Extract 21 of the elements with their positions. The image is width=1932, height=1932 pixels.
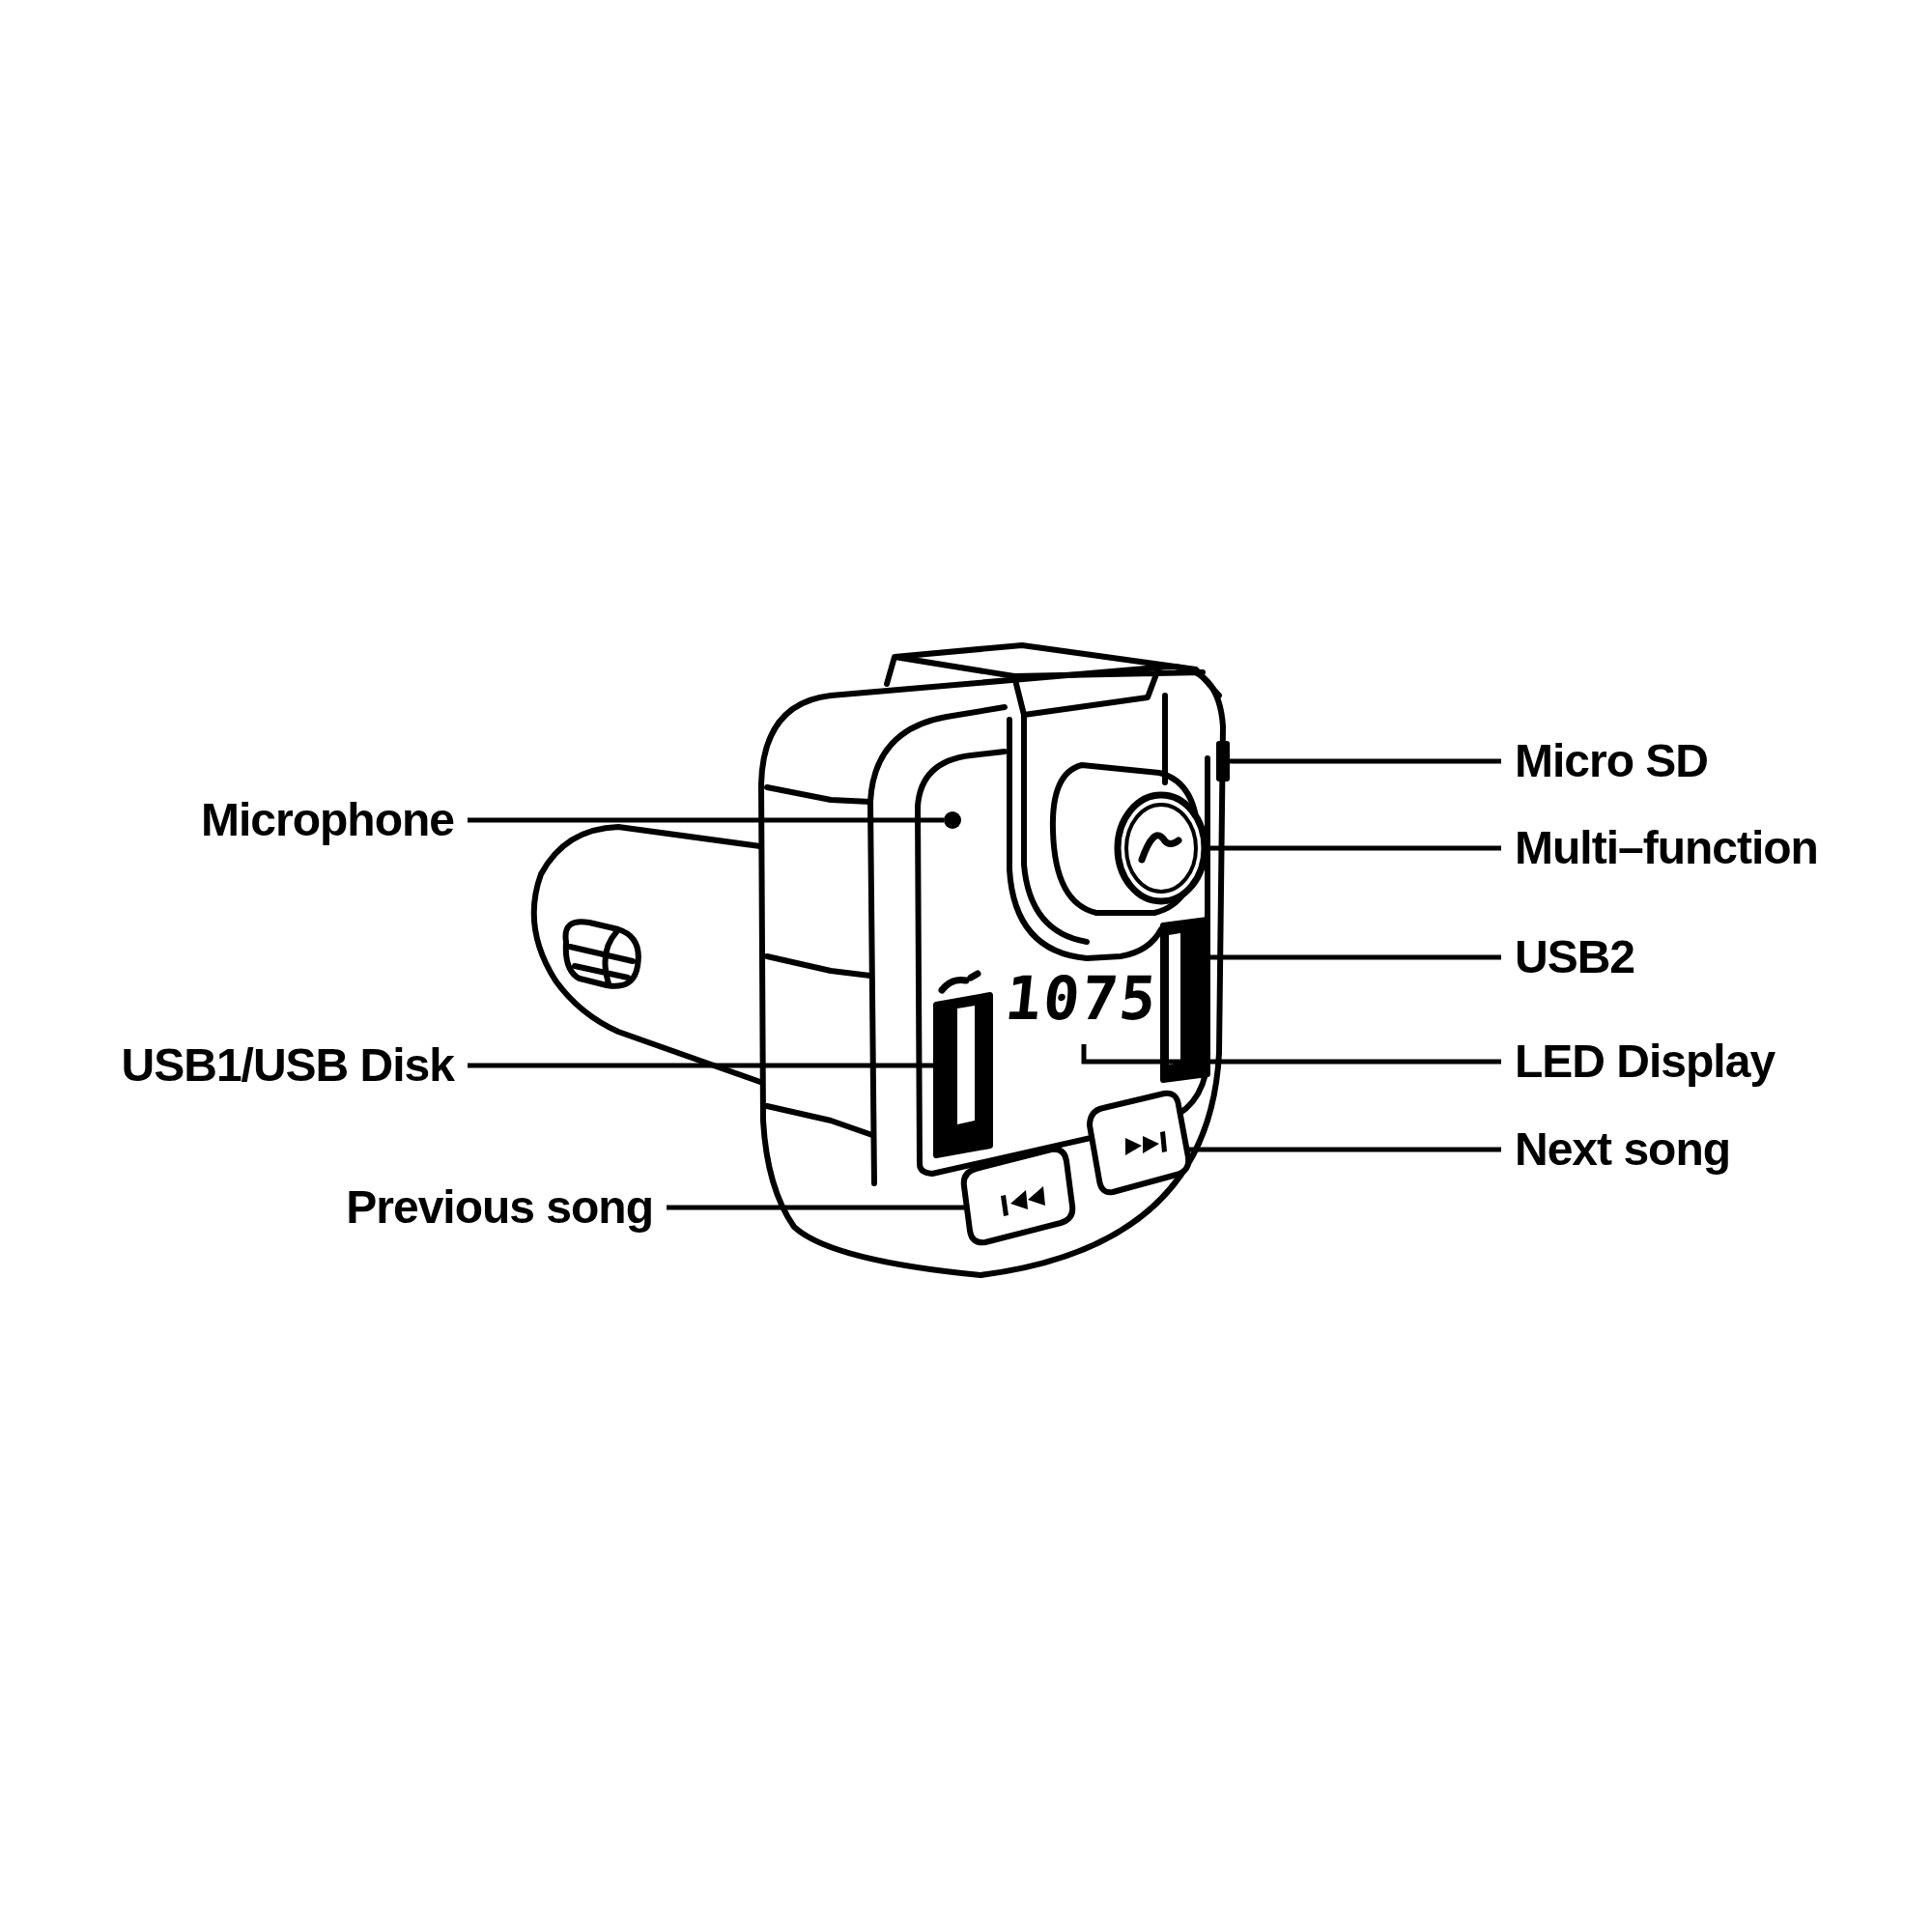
leader-line	[468, 1063, 936, 1068]
micro-sd-slot	[1216, 741, 1230, 781]
leader-line	[1208, 954, 1501, 960]
leader-line	[667, 1205, 967, 1210]
part-label: Micro SD	[1501, 735, 1722, 787]
part-label: LED Display	[1501, 1036, 1789, 1088]
part-label: USB1/USB Disk	[107, 1039, 468, 1092]
usb-port	[1160, 917, 1210, 1083]
part-label: Previous song	[332, 1181, 667, 1234]
previous-button	[960, 1146, 1076, 1246]
microphone-hole	[944, 811, 961, 829]
leader-line	[468, 817, 944, 823]
next-button	[1087, 1090, 1192, 1196]
leader-line	[1081, 1044, 1501, 1065]
part-label: USB2	[1501, 931, 1649, 983]
part-label: Microphone	[187, 794, 468, 846]
part-label: Next song	[1501, 1123, 1745, 1176]
display-digits: 1075	[1002, 962, 1162, 1034]
part-label: Multi–function	[1501, 822, 1832, 874]
leader-line	[1227, 758, 1501, 764]
usb-port	[933, 992, 993, 1158]
